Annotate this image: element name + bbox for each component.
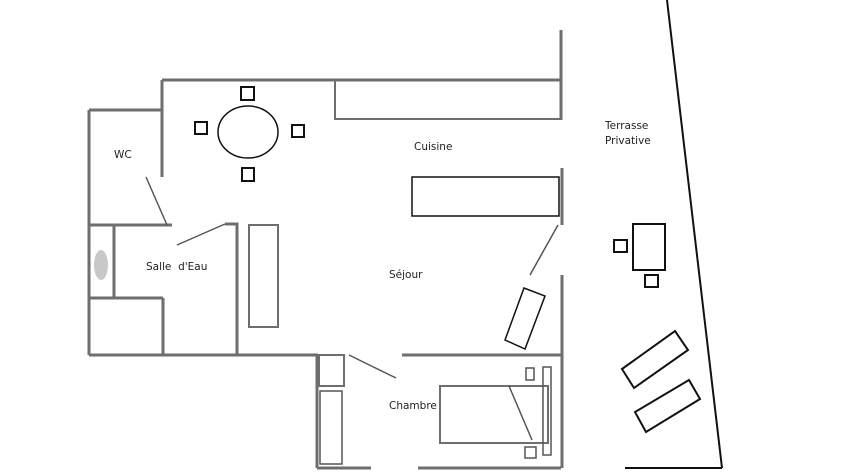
washbasin-icon xyxy=(94,250,108,280)
bathroom-door xyxy=(176,223,226,246)
label-wc: WC xyxy=(114,149,132,161)
bed xyxy=(439,385,549,444)
sofa xyxy=(248,224,279,328)
label-privative: Privative xyxy=(605,135,651,147)
kitchen-counter xyxy=(334,79,562,120)
label-cuisine: Cuisine xyxy=(414,141,452,153)
terrace-door xyxy=(529,224,559,276)
armchair xyxy=(504,287,546,351)
label-chambre: Chambre xyxy=(389,400,437,412)
dining-table xyxy=(194,86,305,182)
doors xyxy=(145,176,559,379)
label-terrasse: Terrasse xyxy=(604,120,648,132)
sun-lounger xyxy=(620,329,690,390)
sun-lounger xyxy=(633,378,702,434)
nightstand xyxy=(525,367,535,381)
terrace-table xyxy=(632,223,666,271)
wc-door xyxy=(145,176,168,226)
bedroom-furniture xyxy=(318,354,552,465)
kitchen-island xyxy=(411,176,560,217)
headboard xyxy=(542,366,552,456)
label-sejour: Séjour xyxy=(389,269,423,281)
nightstand xyxy=(524,446,537,459)
bedroom-door xyxy=(348,354,397,379)
walls xyxy=(87,30,564,470)
label-salle-eau: Salle d'Eau xyxy=(146,261,207,273)
terrace xyxy=(613,0,723,469)
